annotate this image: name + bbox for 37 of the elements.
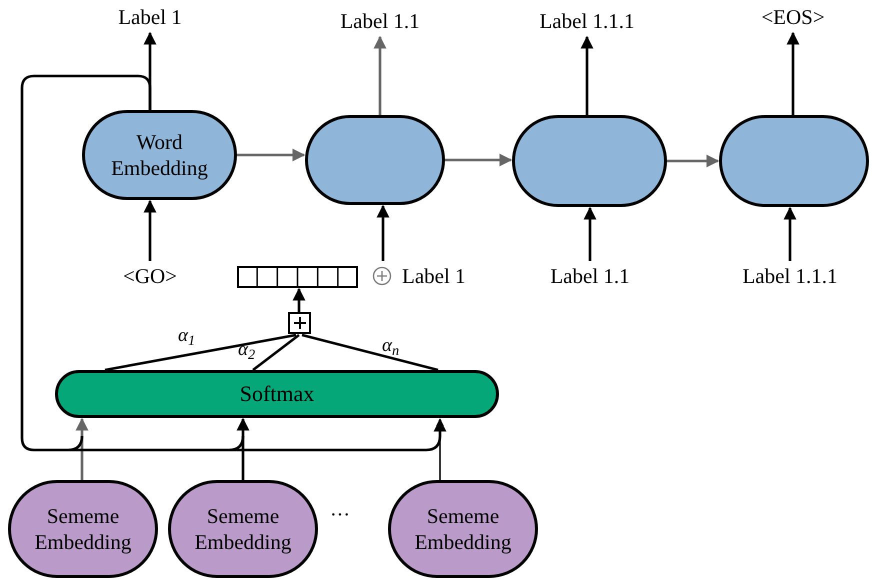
weight-line xyxy=(252,334,300,372)
arrow xyxy=(584,206,596,261)
embedding-node: Sememe Embedding xyxy=(168,480,318,578)
arrow xyxy=(144,200,156,261)
vector-drawing xyxy=(237,266,358,288)
sum-box xyxy=(288,312,311,334)
arrow xyxy=(445,154,512,166)
edge-label: α$_{n}$ xyxy=(382,336,400,355)
text-label: Label 1.1.1 xyxy=(725,261,855,291)
ellipsis-label: ··· xyxy=(330,505,350,525)
arrow xyxy=(784,206,796,261)
arrow xyxy=(580,36,594,115)
arrow xyxy=(237,148,306,162)
arrow xyxy=(236,418,250,480)
arrow xyxy=(667,154,720,168)
text-label: <EOS> xyxy=(743,2,843,32)
weight-line xyxy=(104,334,296,372)
text-label: Label 1.1.1 xyxy=(522,6,652,36)
arrow xyxy=(376,204,390,261)
embedding-node: Sememe Embedding xyxy=(8,480,158,578)
node-label: Label 1 xyxy=(402,262,466,290)
text-label: Label 1.1 xyxy=(320,6,440,36)
edge-label: α$_{2}$ xyxy=(238,340,256,359)
arrow xyxy=(786,32,800,115)
embedding-node: Word Embedding xyxy=(82,110,237,200)
edge-label: α$_{1}$ xyxy=(178,326,196,345)
text-label: <GO> xyxy=(110,261,190,291)
embedding-node: Sememe Embedding xyxy=(388,480,538,578)
weight-line xyxy=(302,334,438,372)
arrow xyxy=(436,418,444,480)
arrow xyxy=(76,418,88,480)
text-label: Label 1.1 xyxy=(530,261,650,291)
arrow xyxy=(292,288,306,312)
text-label: Label 1 xyxy=(100,2,200,32)
softmax-box: Softmax xyxy=(55,370,499,418)
arrow xyxy=(20,74,446,452)
arrow xyxy=(374,36,386,115)
